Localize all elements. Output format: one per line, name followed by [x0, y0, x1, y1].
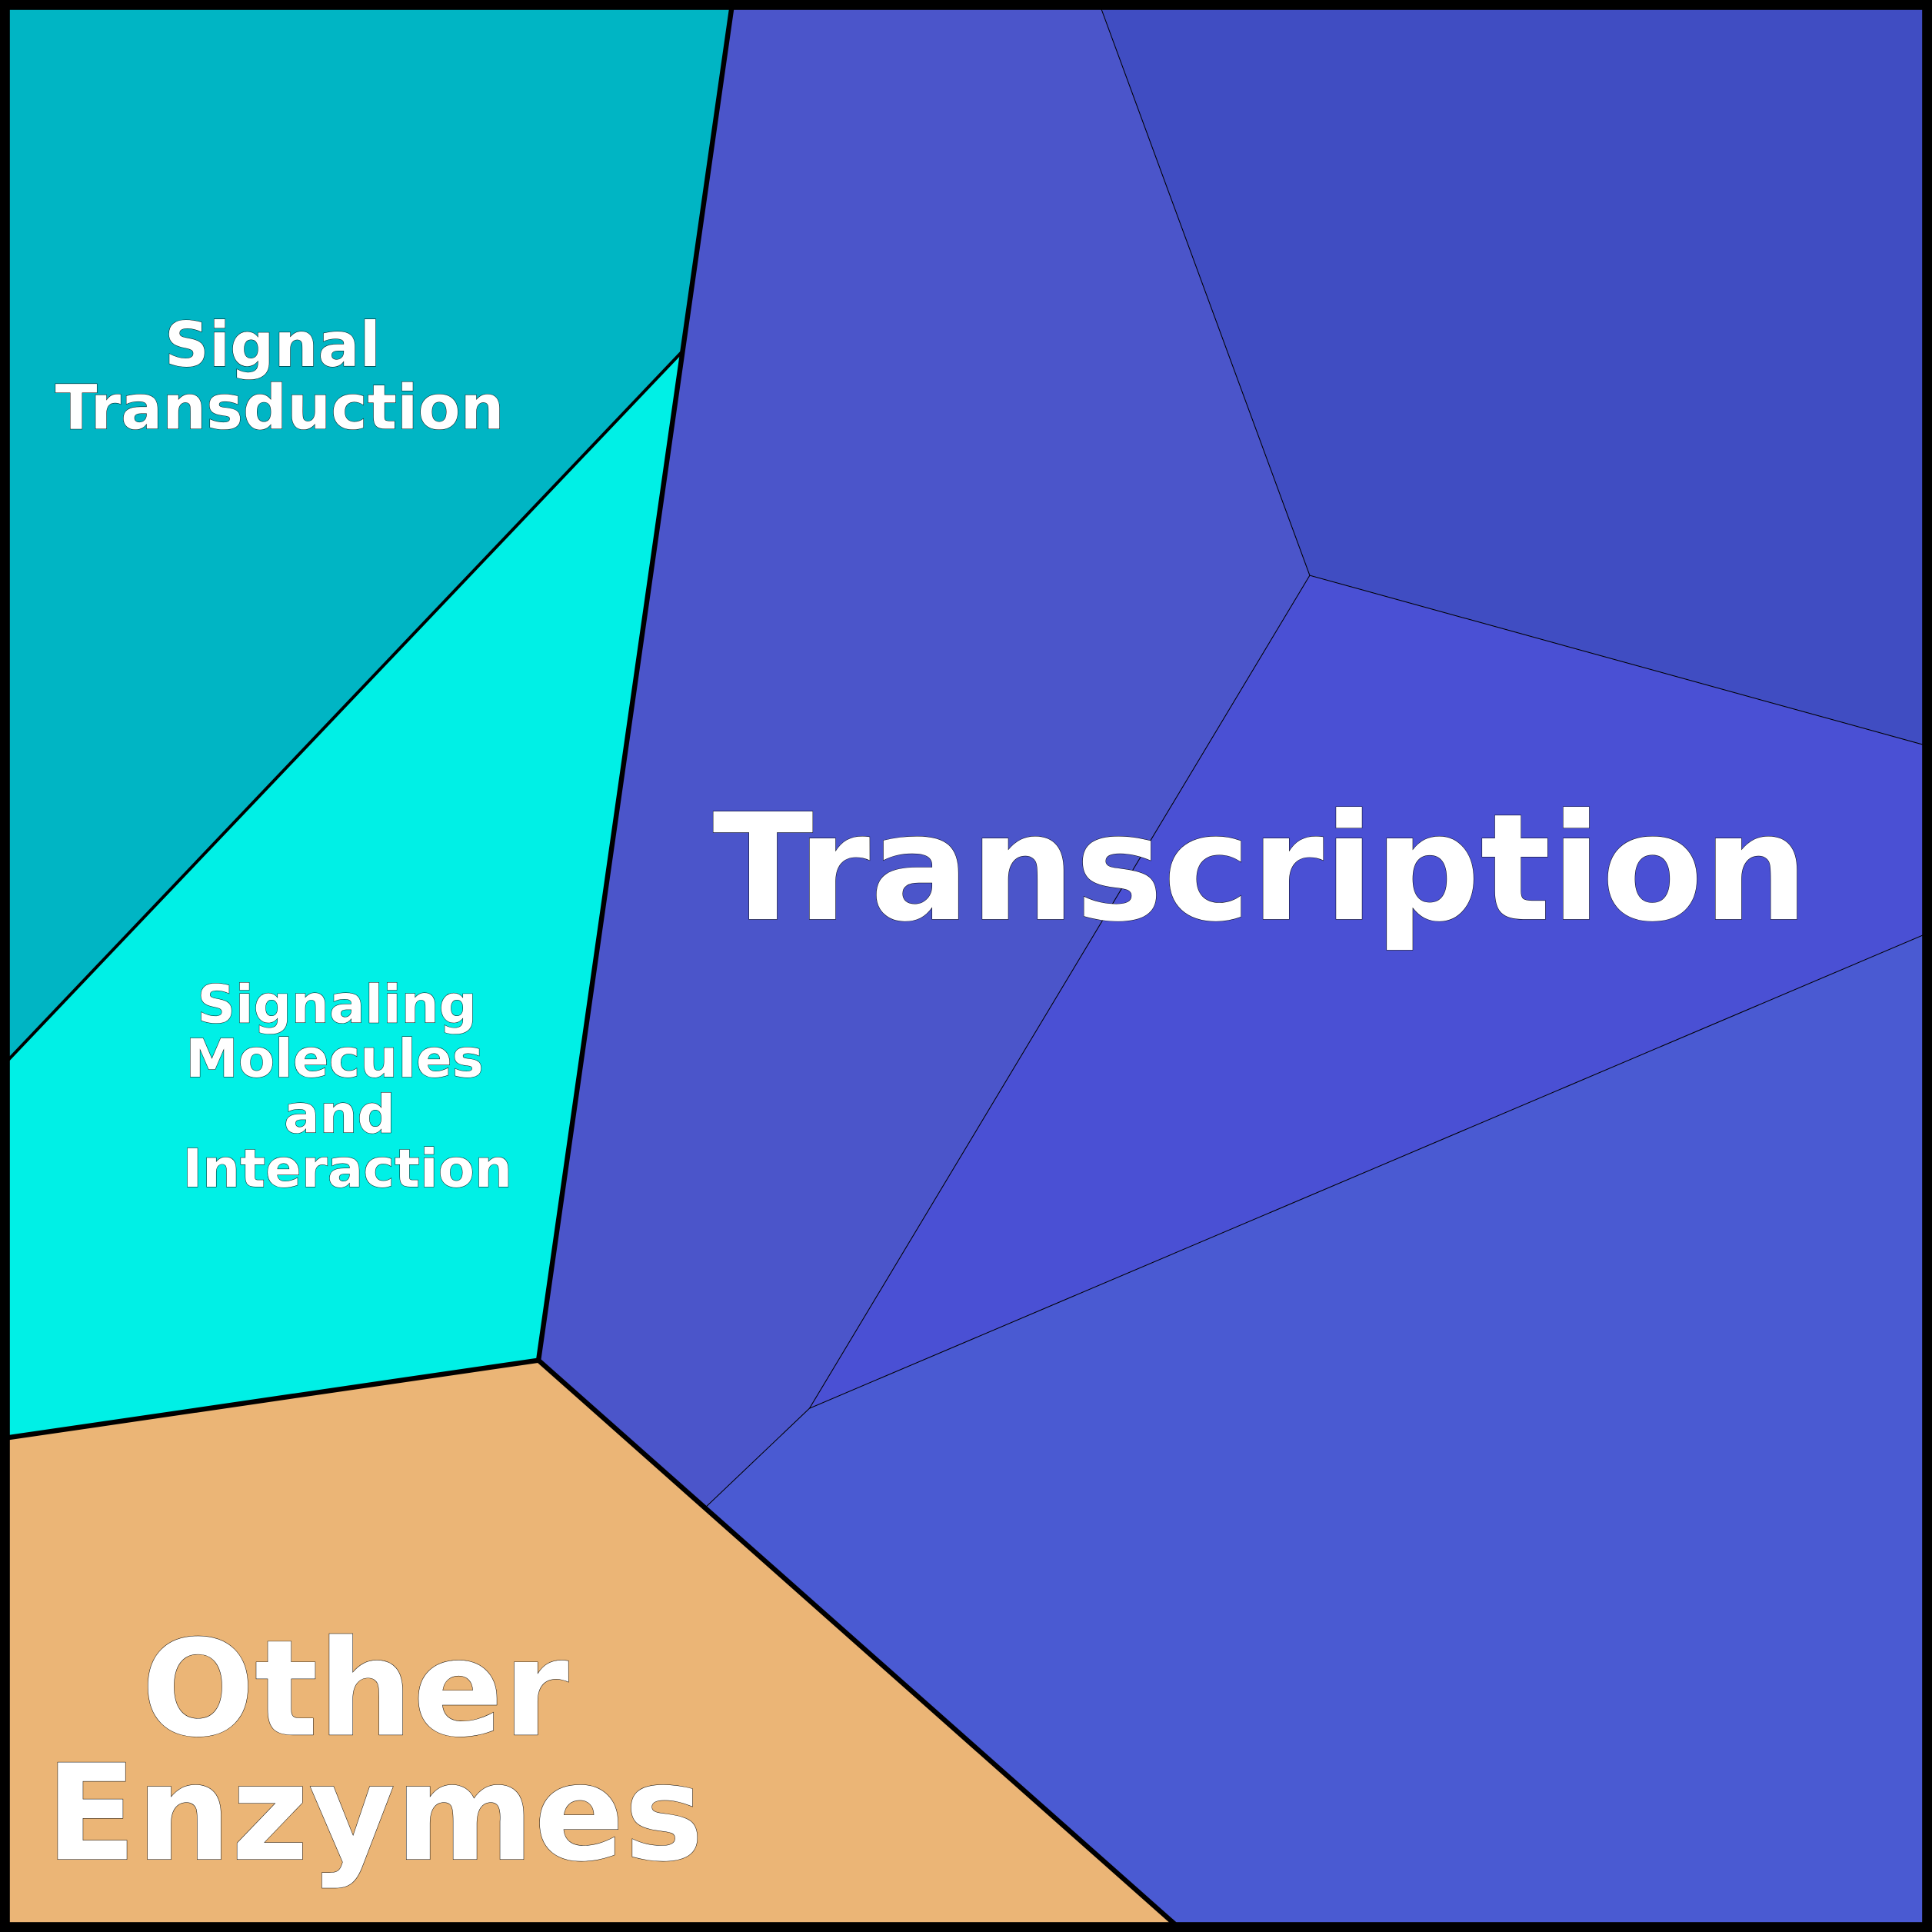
label-other-enzymes: Other Enzymes: [45, 1611, 703, 1891]
label-transcription: Transcription: [712, 783, 1808, 954]
group-border: [5, 1357, 539, 1441]
group-border: [5, 351, 683, 1064]
label-signal-transduction: Signal Transduction: [55, 309, 505, 444]
label-signaling-molecules: Signaling Molecules and Interaction: [183, 974, 512, 1200]
